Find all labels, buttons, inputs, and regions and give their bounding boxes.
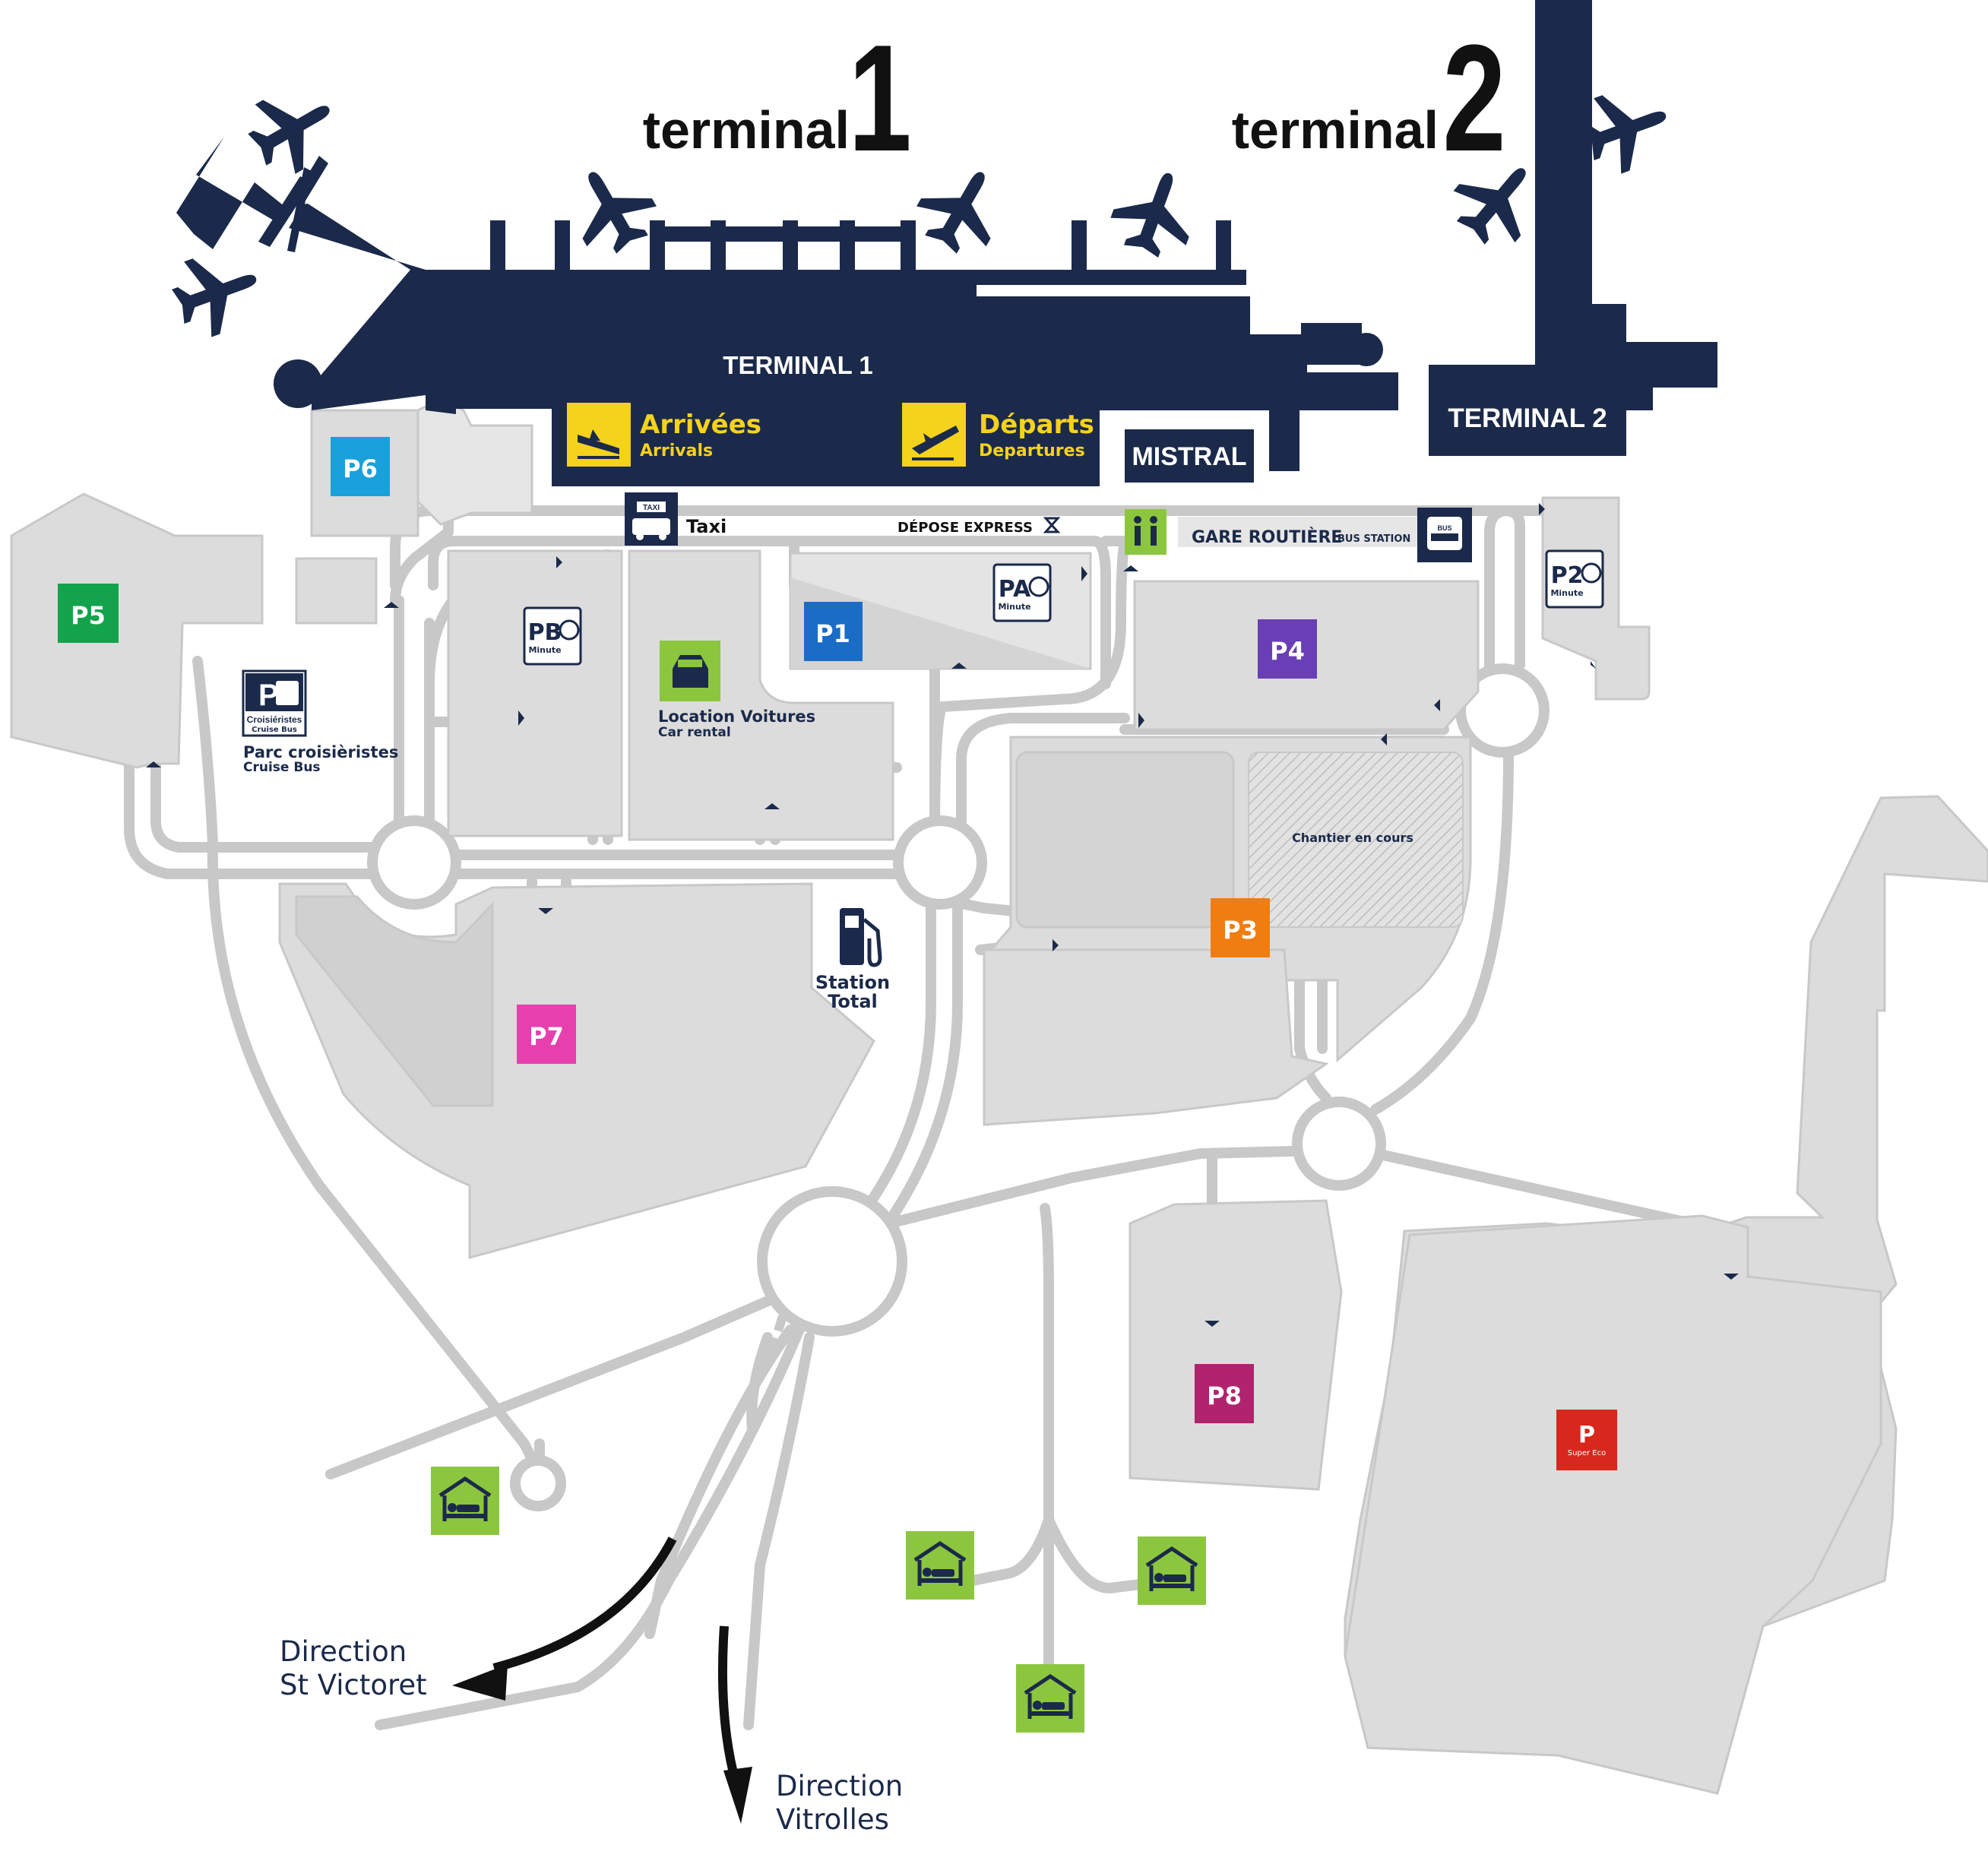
lot-p5 [10, 492, 264, 769]
parking-badge-p3[interactable]: P3 [1211, 898, 1270, 957]
departures-subtitle: Departures [979, 441, 1085, 460]
lot-car-rental [628, 549, 894, 841]
svg-text:P4: P4 [1270, 637, 1305, 666]
parking-badge-p7[interactable]: P7 [517, 1005, 576, 1064]
departures-sign: Départs Departures [902, 403, 1094, 467]
svg-text:Minute: Minute [1550, 588, 1583, 598]
terminal2-label: TERMINAL 2 [1448, 403, 1607, 433]
cruise-parking-title: Parc croisièristes [243, 743, 398, 761]
direction-arrows [452, 1536, 752, 1824]
bus-station-subtitle: BUS STATION [1337, 533, 1410, 545]
terminal1-label: TERMINAL 1 [723, 351, 872, 379]
svg-text:P: P [1578, 1422, 1595, 1448]
fuel-station-sign: Station Total [815, 908, 890, 1012]
depose-express-label: DÉPOSE EXPRESS [897, 519, 1033, 536]
minute-badge-p2[interactable]: P2 Minute [1545, 549, 1604, 609]
minute-parking-badges: PA Minute PB Minute P2 Minute [523, 549, 1604, 666]
hourglass-icon [1043, 517, 1061, 533]
cruise-parking-sign: P Croisiéristes Cruise Bus Parc croisièr… [242, 669, 398, 775]
hotel-icon [1016, 1664, 1084, 1733]
svg-text:Direction: Direction [776, 1770, 903, 1802]
terminal1-number: 1 [848, 14, 911, 183]
svg-text:Vitrolles: Vitrolles [776, 1803, 889, 1836]
entrance-arrows [146, 503, 1739, 1327]
mistral-label: MISTRAL [1132, 442, 1246, 471]
svg-text:TAXI: TAXI [643, 504, 660, 512]
terminal1-word: terminal [643, 100, 850, 160]
plane-icon [164, 240, 270, 345]
svg-text:Minute: Minute [998, 602, 1030, 612]
minute-badge-pa[interactable]: PA Minute [992, 563, 1052, 622]
parking-badge-p8[interactable]: P8 [1195, 1364, 1254, 1423]
arrow-st-victoret [492, 1536, 677, 1673]
parking-badge-p4[interactable]: P4 [1258, 619, 1317, 679]
construction-label: Chantier en cours [1292, 831, 1413, 845]
svg-text:Croisiéristes: Croisiéristes [247, 714, 302, 725]
parking-badge-p5[interactable]: P5 [58, 584, 119, 643]
departures-title: Départs [979, 410, 1094, 440]
roundabouts [367, 663, 1550, 1511]
svg-text:Cruise Bus: Cruise Bus [252, 726, 297, 734]
svg-text:St Victoret: St Victoret [280, 1669, 427, 1701]
parking-badge-p6[interactable]: P6 [331, 437, 390, 496]
terminal2-title: terminal 2 [1232, 14, 1506, 183]
terminal1-title: terminal 1 [643, 14, 912, 183]
bus-station-title: GARE ROUTIÈRE [1192, 527, 1342, 547]
svg-text:P5: P5 [71, 601, 106, 630]
hotel-icon [1138, 1536, 1206, 1605]
taxi-sign: TAXI Taxi [625, 492, 727, 546]
departures-icon [902, 403, 966, 467]
parking-badge-super-eco[interactable]: P Super Eco [1556, 1410, 1617, 1470]
svg-text:P3: P3 [1223, 916, 1258, 945]
svg-text:P1: P1 [815, 619, 850, 648]
parking-badge-p1[interactable]: P1 [804, 602, 863, 661]
plane-icon [906, 152, 1018, 265]
car-rental-subtitle: Car rental [658, 725, 731, 740]
terminal2-word: terminal [1232, 100, 1439, 160]
mistral-building [1125, 429, 1254, 483]
fuel-station-line2: Total [828, 991, 878, 1012]
arrivals-subtitle: Arrivals [640, 441, 713, 460]
toilets-icon [1125, 509, 1167, 555]
bus-station-sign: GARE ROUTIÈRE BUS STATION BUS [1178, 508, 1472, 562]
taxi-label: Taxi [686, 516, 727, 537]
arrow-vitrolles [717, 1625, 740, 1783]
arrivals-title: Arrivées [640, 410, 761, 440]
hotel-icon [431, 1467, 499, 1535]
svg-text:Super Eco: Super Eco [1568, 1449, 1606, 1457]
construction-zone [1248, 752, 1464, 928]
svg-text:Minute: Minute [528, 645, 561, 655]
svg-text:Direction: Direction [280, 1635, 407, 1668]
lot-pb [447, 549, 623, 837]
parking-badges: P1 P3 P4 P5 P6 P7 P8 P Super Eco [58, 437, 1617, 1470]
svg-text:P2: P2 [1551, 562, 1584, 589]
fuel-station-line1: Station [815, 972, 890, 993]
direction-st-victoret: Direction St Victoret [280, 1635, 427, 1701]
svg-text:P8: P8 [1207, 1381, 1242, 1410]
arrivals-departures-bar [552, 395, 1100, 486]
hotel-icon [906, 1531, 974, 1600]
arrivals-sign: Arrivées Arrivals [567, 403, 761, 467]
terminal2-number: 2 [1442, 14, 1505, 183]
lot-p8 [1129, 1199, 1343, 1491]
plane-icon [236, 73, 350, 185]
svg-text:PA: PA [999, 576, 1031, 603]
svg-text:PB: PB [528, 619, 562, 646]
car-rental-sign: Location Voitures Car rental [658, 641, 815, 740]
cruise-parking-subtitle: Cruise Bus [243, 760, 321, 775]
svg-text:P: P [258, 679, 279, 712]
minute-badge-pb[interactable]: PB Minute [523, 606, 582, 666]
plane-icon [1103, 160, 1208, 265]
svg-text:P7: P7 [529, 1022, 564, 1051]
car-rental-title: Location Voitures [658, 707, 815, 726]
svg-text:P6: P6 [343, 454, 378, 483]
toilets-sign [1125, 509, 1167, 555]
svg-text:BUS: BUS [1437, 524, 1451, 532]
direction-vitrolles: Direction Vitrolles [776, 1770, 903, 1836]
